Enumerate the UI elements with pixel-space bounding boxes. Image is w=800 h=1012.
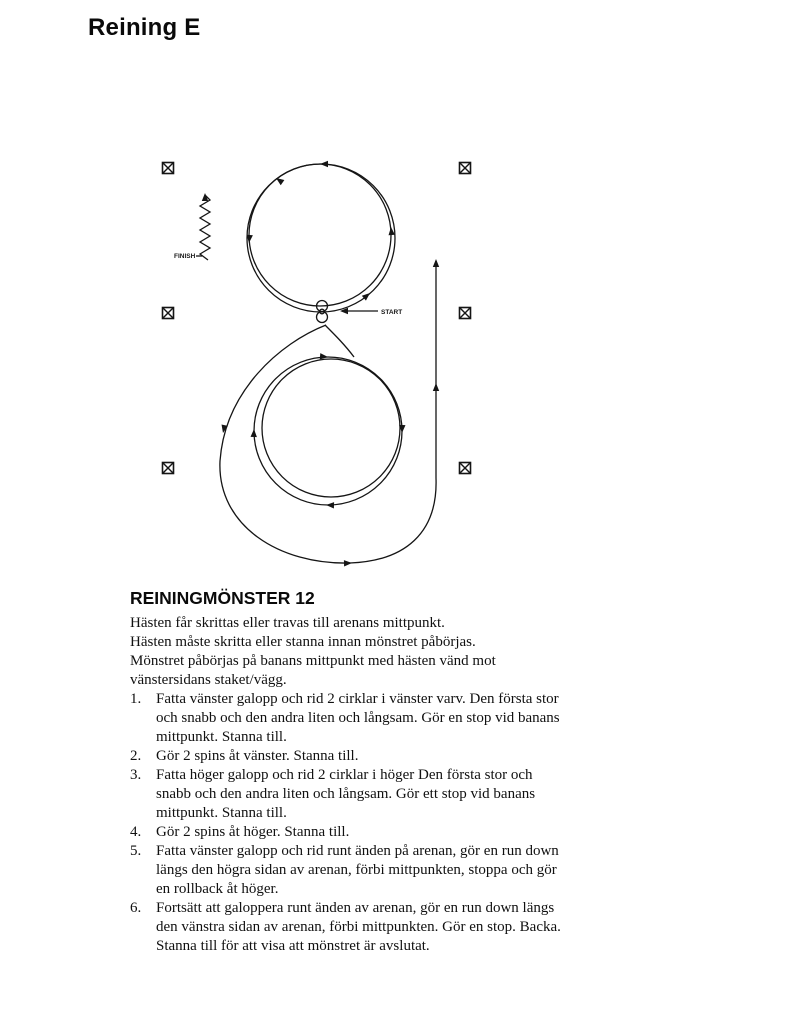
- top-circles-path: [245, 160, 396, 313]
- pattern-step: 5. Fatta vänster galopp och rid runt änd…: [130, 842, 570, 899]
- step-number: 6.: [130, 900, 142, 916]
- intro-line: Hästen får skrittas eller travas till ar…: [130, 615, 445, 631]
- intro-line: Hästen måste skritta eller stanna innan …: [130, 634, 476, 650]
- fence-marker-bottom-right: [458, 461, 472, 475]
- pattern-closing: Stanna till för att visa att mönstret är…: [156, 938, 430, 954]
- step-text: Gör 2 spins åt höger. Stanna till.: [156, 824, 350, 840]
- step-number: 3.: [130, 767, 142, 783]
- step-text: Gör 2 spins åt vänster. Stanna till.: [156, 748, 359, 764]
- pattern-heading: REININGMÖNSTER 12: [130, 588, 315, 608]
- step-number: 4.: [130, 824, 142, 840]
- step-text: Fatta vänster galopp och rid 2 cirklar i…: [156, 691, 560, 745]
- reining-pattern-diagram: FINISH START: [130, 133, 530, 583]
- pattern-steps: 1. Fatta vänster galopp och rid 2 cirkla…: [130, 690, 570, 937]
- center-spin-mark: [315, 299, 329, 324]
- start-label-group: START: [340, 307, 402, 316]
- fence-marker-top-left: [161, 161, 175, 175]
- start-label: START: [381, 309, 402, 316]
- step-text: Fortsätt att galoppera runt änden av are…: [156, 900, 561, 935]
- pattern-step: 6. Fortsätt att galoppera runt änden av …: [130, 899, 570, 937]
- pattern-step: 3. Fatta höger galopp och rid 2 cirklar …: [130, 766, 570, 823]
- fence-marker-mid-right: [458, 306, 472, 320]
- pattern-intro: Hästen får skrittas eller travas till ar…: [130, 614, 570, 690]
- intro-line: Mönstret påbörjas på banans mittpunkt me…: [130, 653, 496, 688]
- step-number: 5.: [130, 843, 142, 859]
- finish-label: FINISH: [174, 253, 196, 260]
- finish-label-group: FINISH: [174, 253, 202, 260]
- backup-zigzag: [198, 193, 212, 261]
- fence-marker-top-right: [458, 161, 472, 175]
- step-number: 1.: [130, 691, 142, 707]
- fence-marker-bottom-left: [161, 461, 175, 475]
- step-number: 2.: [130, 748, 142, 764]
- outer-loop-rundown-path: [219, 259, 440, 567]
- pattern-step: 2. Gör 2 spins åt vänster. Stanna till.: [130, 747, 570, 766]
- step-text: Fatta vänster galopp och rid runt änden …: [156, 843, 559, 897]
- pattern-diagram-svg: FINISH START: [161, 160, 472, 567]
- step-text: Fatta höger galopp och rid 2 cirklar i h…: [156, 767, 536, 821]
- fence-marker-mid-left: [161, 306, 175, 320]
- pattern-step: 1. Fatta vänster galopp och rid 2 cirkla…: [130, 690, 570, 747]
- bottom-circles-path: [250, 324, 406, 509]
- page-title: Reining E: [88, 14, 201, 41]
- pattern-step: 4. Gör 2 spins åt höger. Stanna till.: [130, 823, 570, 842]
- pattern-description: REININGMÖNSTER 12 Hästen får skrittas el…: [130, 588, 570, 956]
